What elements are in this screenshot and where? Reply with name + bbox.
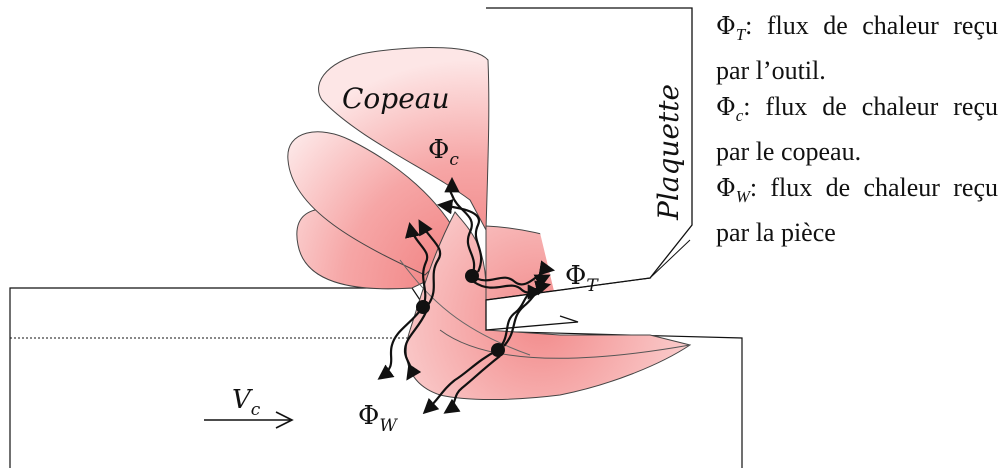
- legend-subscript: W: [735, 187, 750, 206]
- legend-text: : flux de chaleur reçu par le copeau.: [716, 92, 998, 166]
- chip-lobe-3: [318, 46, 490, 232]
- legend-symbol: Φ: [716, 174, 736, 202]
- legend-text: : flux de chaleur reçu par l’outil.: [716, 11, 998, 85]
- workpiece: [9, 287, 743, 468]
- legend-symbol: Φ: [716, 93, 736, 121]
- chip-inner-curve: [399, 259, 531, 356]
- flux-arrow-work-4: [443, 355, 501, 414]
- flux-arrows: [377, 176, 556, 415]
- label-copeau: Copeau: [342, 82, 450, 115]
- flux-arrow-tool-4: [503, 284, 544, 347]
- legend-subscript: T: [735, 25, 746, 44]
- shear-zone-curve: [439, 329, 691, 359]
- flux-arrow-chip-4: [418, 219, 442, 306]
- flux-arrow-work-2: [403, 311, 428, 381]
- legend-text: : flux de chaleur reçu par la pièce: [716, 173, 998, 247]
- legend-item-phi-w: ΦW: flux de chaleur reçu par la pièce: [716, 170, 998, 251]
- legend-symbol: Φ: [716, 12, 736, 40]
- label-phi-c: Φc: [428, 135, 459, 170]
- label-phi-w: ΦW: [358, 401, 398, 436]
- flux-arrow-chip-2: [436, 199, 483, 273]
- label-plaquette: Plaquette: [652, 84, 685, 221]
- label-vc: Vc: [232, 385, 261, 420]
- flux-arrow-chip-1: [444, 176, 476, 277]
- workpiece-outline: [9, 287, 743, 468]
- label-phi-t: ΦT: [565, 261, 599, 296]
- legend-item-phi-c: Φc: flux de chaleur reçu par le copeau.: [716, 89, 998, 170]
- legend-subscript: c: [735, 106, 744, 125]
- legend: ΦT: flux de chaleur reçu par l’outil. Φc…: [716, 8, 998, 251]
- flux-arrow-tool-1: [471, 260, 556, 286]
- flux-arrow-chip-3: [405, 221, 429, 308]
- legend-item-phi-t: ΦT: flux de chaleur reçu par l’outil.: [716, 8, 998, 89]
- flux-arrow-work-1: [377, 306, 424, 380]
- cutting-speed-arrow: [204, 411, 294, 429]
- flux-arrow-work-3: [422, 349, 499, 415]
